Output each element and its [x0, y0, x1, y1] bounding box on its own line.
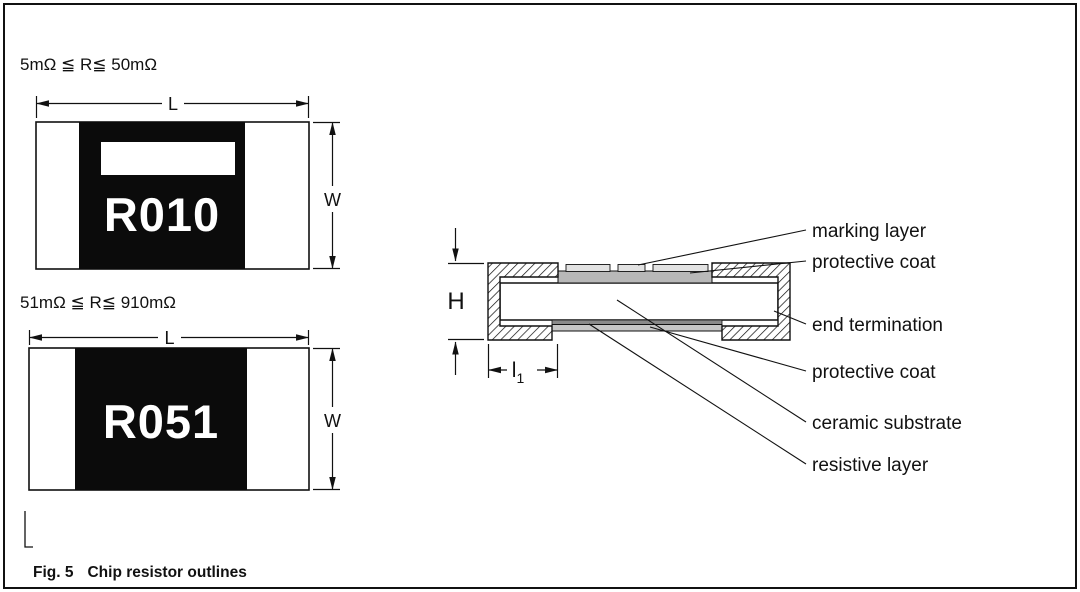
protective-coat-bottom — [551, 324, 723, 332]
bottom-resistor-outline: R051 — [28, 347, 310, 491]
leader-resistive-layer — [588, 323, 807, 465]
leader-ceramic-substrate — [616, 299, 807, 423]
cross-section-drawing — [487, 262, 791, 341]
leader-marking-layer — [637, 229, 807, 266]
leader-lines — [588, 229, 807, 465]
label-protective-coat-bottom: protective coat — [812, 362, 936, 383]
bottom-resistor-body — [75, 348, 247, 490]
top-resistor-outline: R010 — [35, 121, 310, 270]
protective-coat-top — [557, 270, 713, 284]
top-resistor-marking-window — [101, 142, 235, 175]
leader-protective-coat-top — [689, 260, 807, 274]
top-range-label: 5mΩ ≦ R≦ 50mΩ — [20, 55, 157, 74]
label-ceramic-substrate: ceramic substrate — [812, 413, 962, 434]
bottom-resistor-marking-code: R051 — [103, 395, 219, 448]
figure-border — [3, 3, 1077, 589]
label-end-termination: end termination — [812, 315, 943, 336]
cross-section-dim-l1-label: l1 — [512, 359, 525, 386]
leader-protective-coat-bottom — [649, 326, 807, 372]
bottom-resistor-length-dimension — [28, 330, 310, 345]
label-resistive-layer: resistive layer — [812, 455, 929, 476]
top-resistor-marking-code: R010 — [104, 188, 220, 241]
top-resistor-width-dimension — [313, 121, 340, 270]
cross-section-l1-dimension — [487, 344, 559, 378]
leader-end-termination — [773, 310, 807, 325]
top-resistor-length-dimension — [35, 96, 310, 118]
bottom-range-label: 51mΩ ≦ R≦ 910mΩ — [20, 293, 176, 312]
bottom-resistor-width-dimension — [313, 347, 340, 491]
bottom-resistor-dim-W-label: W — [324, 411, 341, 431]
end-termination-left — [487, 262, 559, 341]
caption-corner-mark — [24, 511, 33, 548]
top-resistor-dim-W-label: W — [324, 190, 341, 210]
label-protective-coat-top: protective coat — [812, 252, 936, 273]
cross-section-dim-H-label: H — [447, 288, 464, 315]
label-marking-layer: marking layer — [812, 221, 927, 242]
top-resistor-dim-L-label: L — [168, 94, 178, 114]
end-termination-right — [711, 262, 791, 341]
bottom-resistor-dim-L-label: L — [164, 328, 174, 348]
resistive-layer — [551, 319, 723, 325]
marking-layer — [565, 264, 709, 272]
cross-section-height-dimension — [448, 228, 484, 375]
